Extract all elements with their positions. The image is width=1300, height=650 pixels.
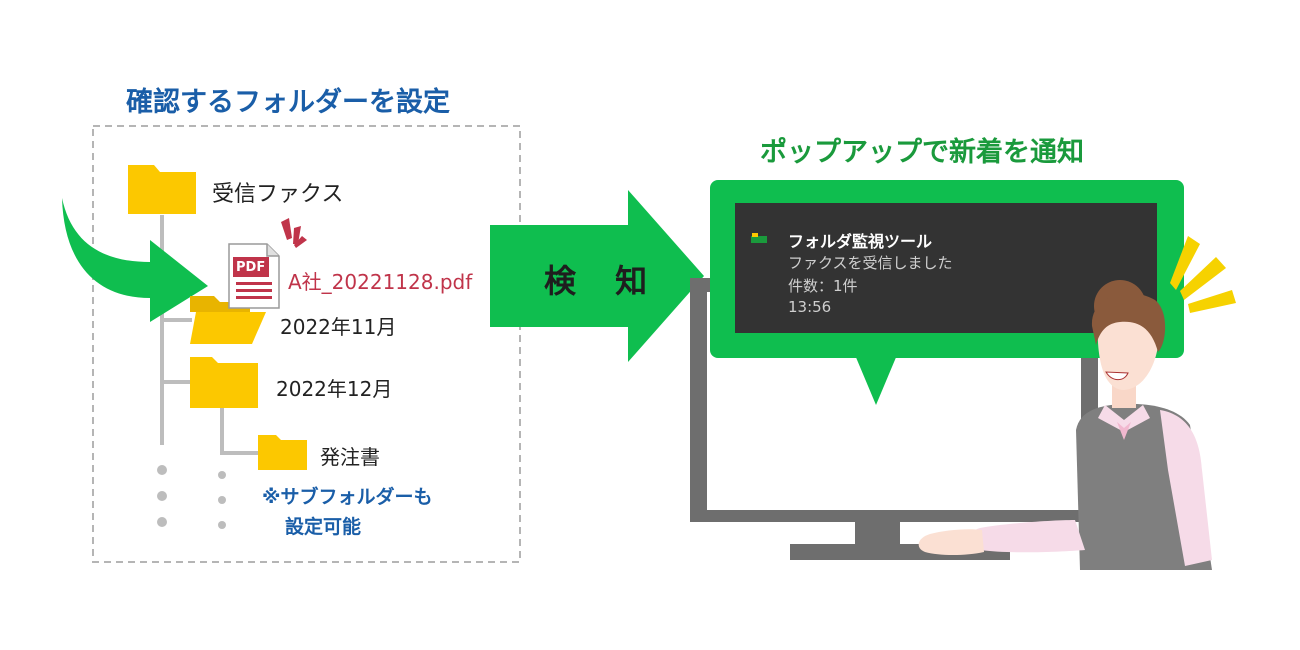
detect-label: 検 知	[544, 262, 662, 300]
office-worker-illustration	[918, 280, 1212, 570]
subfolder-label-dec: 2022年12月	[276, 377, 393, 401]
notification-time: 13:56	[788, 298, 832, 316]
pdf-badge: PDF	[236, 260, 266, 275]
subfolder-note-line1: ※サブフォルダーも	[262, 486, 433, 508]
incoming-file-name: A社_20221128.pdf	[288, 270, 473, 294]
folder-icon-orders	[258, 435, 307, 470]
notification-count: 件数：1件	[788, 277, 858, 295]
new-file-alert-icon	[281, 218, 307, 248]
subfolder-label-nov: 2022年11月	[280, 315, 397, 339]
root-folder-icon	[128, 165, 196, 214]
popup-notify-title: ポップアップで新着を通知	[760, 137, 1084, 168]
detect-arrow-icon	[490, 190, 704, 362]
folder-icon-dec	[190, 357, 258, 408]
alert-rays-icon	[1170, 236, 1236, 313]
incoming-arrow-icon	[62, 198, 208, 322]
tree-dots	[157, 465, 226, 529]
pdf-file-icon	[228, 243, 280, 309]
root-folder-label: 受信ファクス	[212, 182, 344, 207]
notification-message: ファクスを受信しました	[788, 254, 953, 272]
nested-folder-label: 発注書	[320, 445, 380, 469]
app-icon	[751, 233, 767, 243]
notification-app-name: フォルダ監視ツール	[788, 232, 933, 251]
folder-setting-title: 確認するフォルダーを設定	[126, 87, 450, 118]
subfolder-note-line2: 設定可能	[285, 516, 362, 538]
notification-bubble	[710, 180, 1184, 405]
